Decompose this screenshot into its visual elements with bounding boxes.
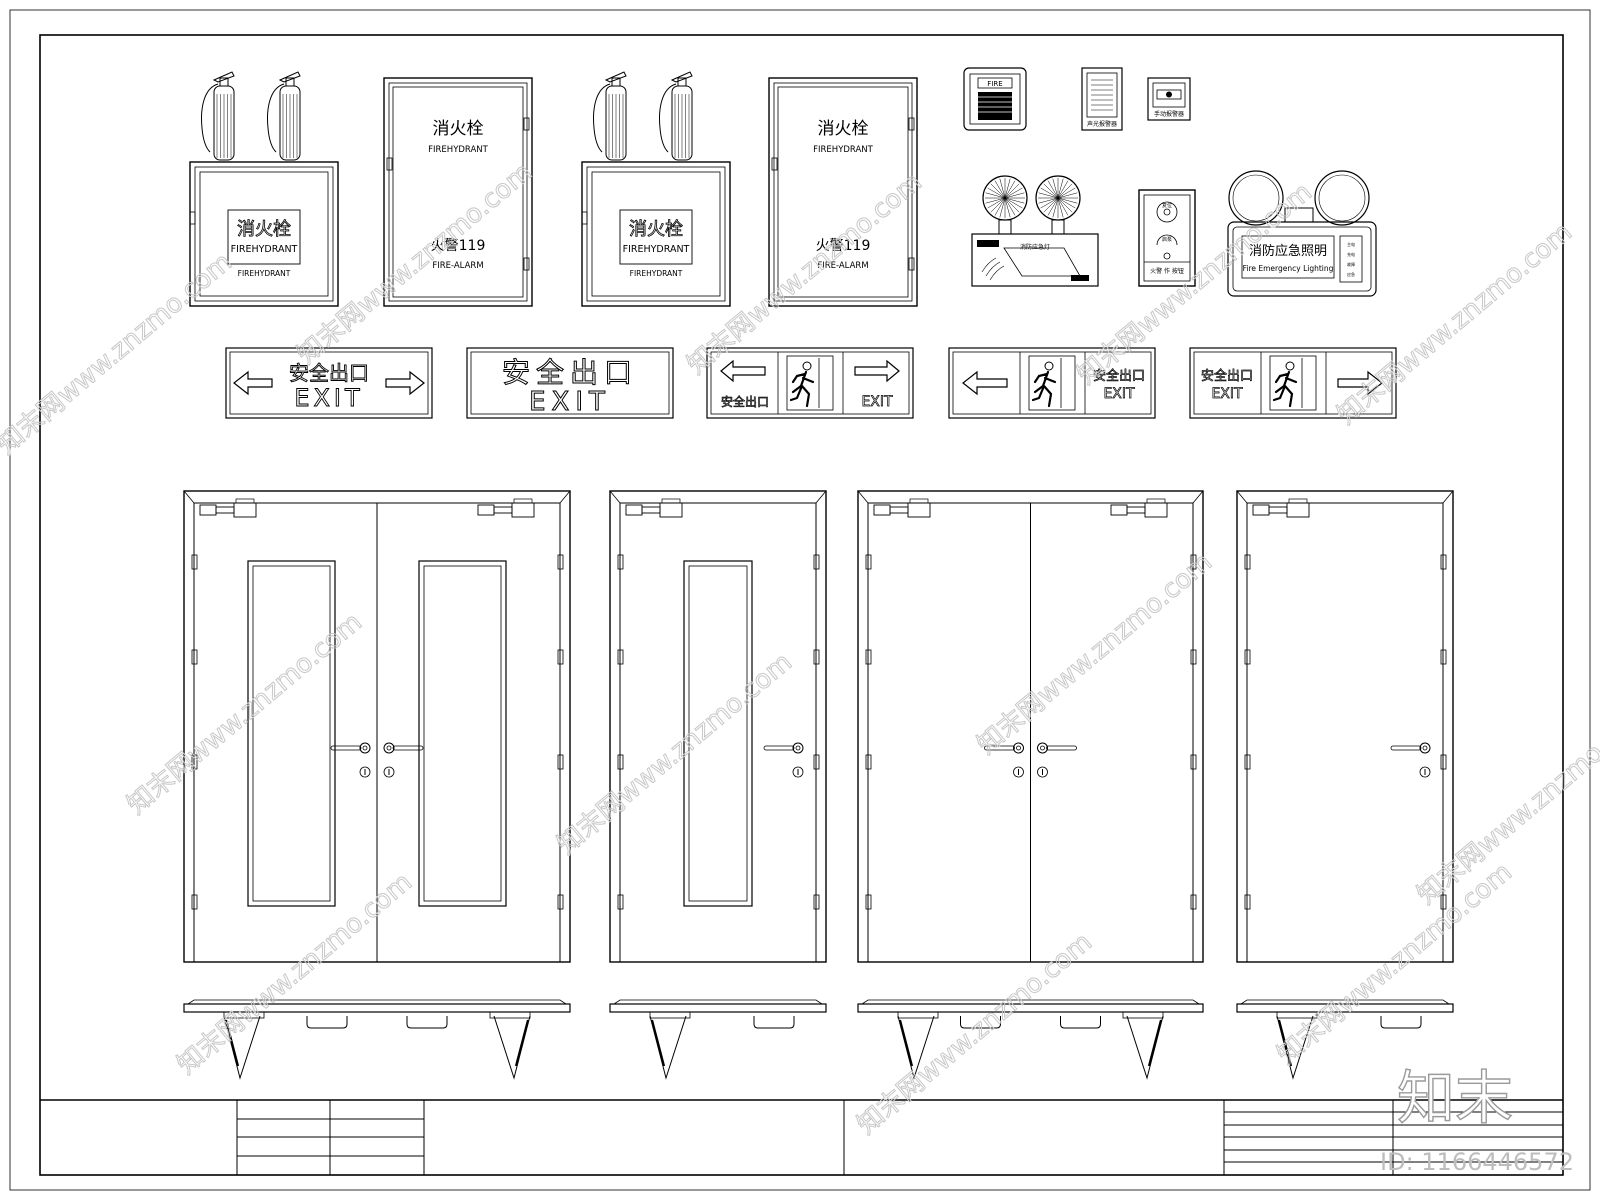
watermark-logo: 知末 — [1397, 1064, 1513, 1132]
hydrant-cabinet-with-extinguishers: 消火栓 FIREHYDRANT FIREHYDRANT — [189, 71, 339, 307]
exit-sign-en: EXIT — [861, 394, 893, 410]
title-block — [40, 1099, 1563, 1175]
box-title-en: FIREHYDRANT — [428, 145, 489, 155]
exit-sign-double-arrow: 安全出口 EXIT — [225, 347, 433, 419]
button-bottom-label: 火警 作 按钮 — [1150, 267, 1184, 275]
cabinet-caption: FIREHYDRANT — [630, 269, 683, 278]
arrow-right-icon — [1337, 370, 1383, 396]
fire-extinguisher-icon — [267, 71, 301, 161]
drawing-frame — [9, 9, 1591, 1191]
strobe-alarm: 声光报警器 — [1081, 67, 1123, 131]
bell-label: FIRE — [987, 80, 1002, 88]
watermark-text: 知末网www.znzmo.com — [1332, 217, 1578, 430]
cabinet-caption: FIREHYDRANT — [238, 269, 291, 278]
arrow-right-icon — [854, 359, 900, 383]
single-fire-door — [1236, 490, 1454, 1080]
strobe-label: 声光报警器 — [1087, 120, 1117, 128]
manual-alarm-button: 手动报警器 — [1147, 77, 1191, 121]
box-alarm-cn: 火警119 — [431, 238, 486, 254]
box-alarm-cn: 火警119 — [816, 238, 871, 254]
hydrant-cabinet-with-extinguishers: 消火栓 FIREHYDRANT FIREHYDRANT — [581, 71, 731, 307]
arrow-left-icon — [233, 370, 273, 396]
running-man-icon — [1028, 355, 1076, 411]
emergency-sign-cn: 消防应急照明 — [1249, 243, 1327, 259]
emergency-side-label: 应急 — [1347, 271, 1355, 277]
door-plan-view — [1236, 999, 1454, 1080]
box-title-cn: 消火栓 — [433, 119, 484, 139]
arrow-left-icon — [720, 359, 766, 383]
exit-sign-en: EXIT — [1211, 386, 1243, 402]
fire-alarm-bell: FIRE — [963, 67, 1027, 131]
exit-sign-cn: 安全出口 — [1093, 368, 1145, 384]
watermark-text: 知末网www.znzmo.com — [1272, 857, 1518, 1070]
fire-extinguisher-icon — [201, 71, 235, 161]
watermark-text: 知末网www.znzmo.com — [172, 867, 418, 1080]
box-title-cn: 消火栓 — [818, 119, 869, 139]
door-plan-view — [857, 999, 1204, 1080]
exit-sign-en: EXIT — [1103, 386, 1135, 402]
cabinet-title-cn: 消火栓 — [629, 219, 683, 240]
double-fire-door — [857, 490, 1204, 1080]
exit-sign-left: 安全出口 EXIT — [948, 347, 1156, 419]
box-title-en: FIREHYDRANT — [813, 145, 874, 155]
door-plan-view — [183, 999, 571, 1080]
watermark-layer: 知末网www.znzmo.com 知末网www.znzmo.com 知末网www.z… — [0, 157, 1600, 1141]
exit-sign-cn: 安全出口 — [721, 394, 769, 409]
watermark-text: 知末网www.znzmo.com — [292, 157, 538, 370]
cabinet-title-cn: 消火栓 — [237, 219, 291, 240]
single-fire-door — [609, 490, 827, 1080]
cabinet-title-en: FIREHYDRANT — [623, 244, 690, 255]
exit-sign-en: EXIT — [529, 387, 611, 417]
emergency-lamp-label: 消防应急灯 — [1020, 243, 1050, 251]
button-top-label: 复位 — [1162, 202, 1172, 209]
exit-sign-three-panel: 安全出口 EXIT — [706, 347, 914, 419]
box-alarm-en: FIRE-ALARM — [432, 261, 483, 271]
image-id: ID: 1166446572 — [1380, 1148, 1574, 1176]
watermark-text: 知末网www.znzmo.com — [972, 547, 1218, 760]
exit-sign-en: EXIT — [294, 384, 363, 412]
emergency-lamp: 消防应急灯 — [971, 175, 1099, 287]
arrow-right-icon — [385, 370, 425, 396]
arrow-left-icon — [962, 370, 1008, 396]
running-man-icon — [1269, 355, 1317, 411]
fire-door-elevations — [183, 490, 1454, 1080]
exit-sign-text: 安全出口 EXIT — [466, 347, 674, 419]
emergency-side-label: 故障 — [1347, 261, 1355, 267]
fire-extinguisher-icon — [593, 71, 627, 161]
double-fire-door — [183, 490, 571, 1080]
watermark-text: 知末网www.znzmo.com — [0, 247, 238, 460]
fire-extinguisher-icon — [659, 71, 693, 161]
exit-sign-cn: 安全出口 — [1201, 368, 1253, 384]
cabinet-title-en: FIREHYDRANT — [231, 244, 298, 255]
box-alarm-en: FIRE-ALARM — [817, 261, 868, 271]
watermark-text: 知末网www.znzmo.com — [122, 607, 368, 820]
watermark-text: 知末网www.znzmo.com — [552, 647, 798, 860]
emergency-side-label: 充电 — [1347, 251, 1355, 257]
door-plan-view — [609, 999, 827, 1080]
emergency-sign-en: Fire Emergency Lighting — [1243, 264, 1334, 273]
hydrant-alarm-button: 复位 启泵 火警 作 按钮 — [1138, 189, 1196, 287]
running-man-icon — [786, 355, 834, 411]
exit-sign-right: 安全出口 EXIT — [1189, 347, 1397, 419]
manual-label: 手动报警器 — [1154, 110, 1184, 118]
watermark-text: 知末网www.znzmo.com — [852, 927, 1098, 1140]
exit-sign-cn: 安全出口 — [289, 361, 369, 385]
emergency-side-label: 主电 — [1347, 241, 1355, 247]
exit-sign-cn: 安全出口 — [502, 356, 638, 389]
button-mid-label: 启泵 — [1162, 236, 1172, 243]
